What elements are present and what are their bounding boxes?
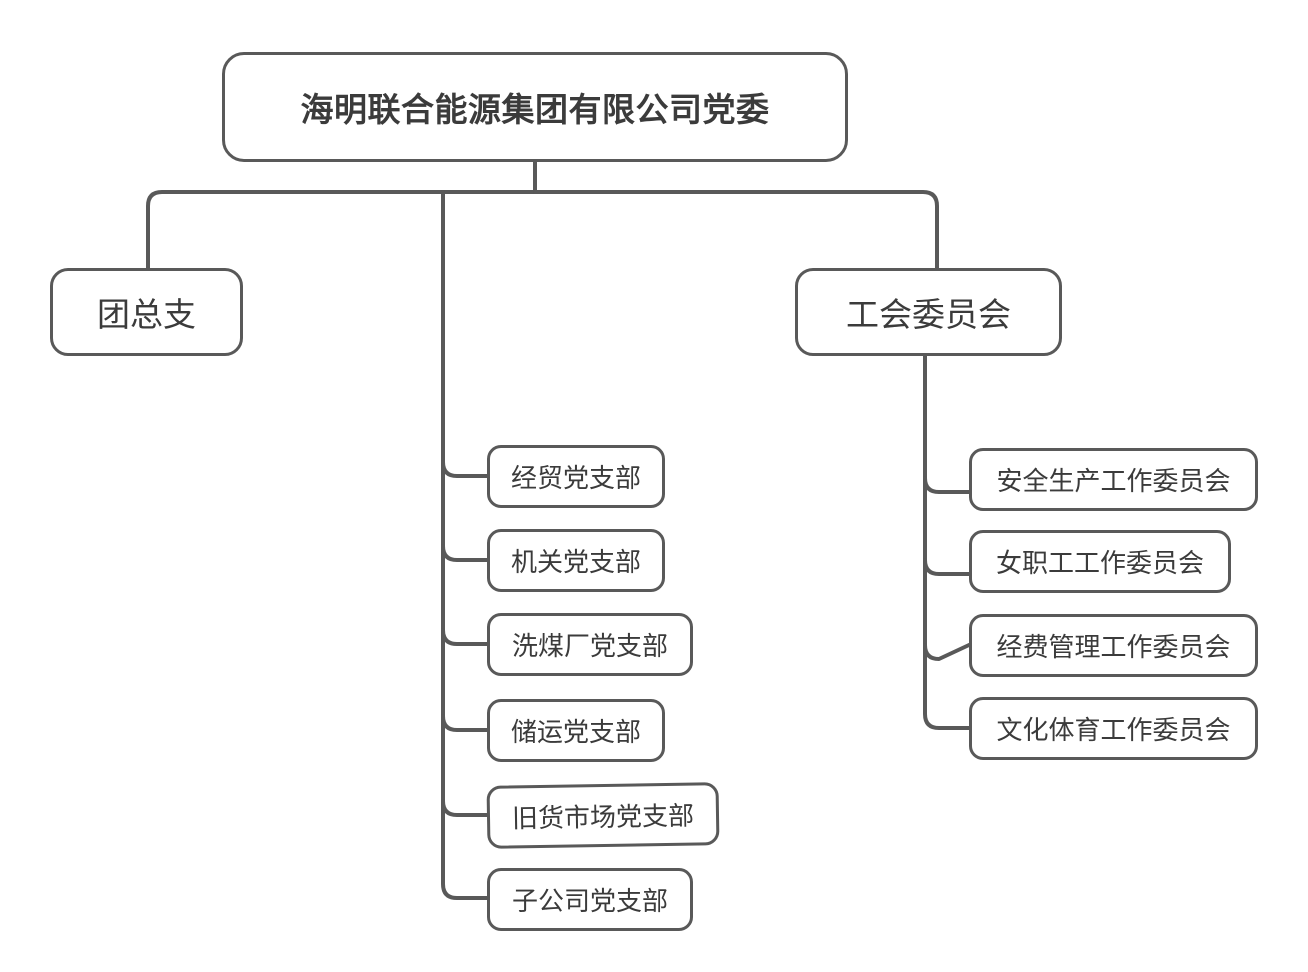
org-node-party-branch-ximeichang-label: 洗煤厂党支部	[511, 631, 668, 661]
org-node-party-branch-jiguan[interactable]: 机关党支部	[487, 529, 665, 592]
connector-right-stub-2	[923, 558, 971, 576]
connector-middle-stub-2	[441, 544, 489, 562]
connector-right-stub-1	[923, 476, 971, 494]
org-node-union-committee-finance[interactable]: 经费管理工作委员会	[969, 614, 1258, 677]
org-node-root[interactable]: 海明联合能源集团有限公司党委	[222, 52, 848, 162]
connector-middle-spine	[441, 190, 489, 900]
connector-middle-stub-4	[441, 714, 489, 732]
org-node-labor-union-label: 工会委员会	[846, 296, 1011, 333]
org-node-union-committee-culture[interactable]: 文化体育工作委员会	[969, 697, 1258, 760]
org-node-union-committee-safety[interactable]: 安全生产工作委员会	[969, 448, 1258, 511]
org-node-party-branch-ximeichang[interactable]: 洗煤厂党支部	[487, 613, 693, 676]
org-node-party-branch-zigongsi[interactable]: 子公司党支部	[487, 868, 693, 931]
org-node-union-committee-women-label: 女职工工作委员会	[995, 548, 1204, 578]
org-node-party-branch-jiuhuoshichang-label: 旧货市场党支部	[511, 800, 695, 834]
org-node-party-branch-chuyun[interactable]: 储运党支部	[487, 699, 665, 762]
connector-right-stub-3	[923, 643, 971, 661]
org-node-party-branch-jiguan-label: 机关党支部	[510, 547, 641, 577]
connector-middle-stub-3	[441, 628, 489, 646]
connector-bus-right	[533, 190, 939, 270]
org-node-labor-union[interactable]: 工会委员会	[795, 268, 1062, 356]
org-node-union-committee-safety-label: 安全生产工作委员会	[996, 466, 1231, 496]
org-node-party-branch-chuyun-label: 储运党支部	[510, 717, 641, 747]
org-node-youth-league[interactable]: 团总支	[50, 268, 243, 356]
org-node-party-branch-zigongsi-label: 子公司党支部	[511, 886, 668, 916]
org-node-union-committee-finance-label: 经费管理工作委员会	[996, 632, 1231, 662]
connector-middle-stub-5	[441, 799, 489, 817]
org-node-party-branch-jingmao[interactable]: 经贸党支部	[487, 445, 665, 508]
connector-right-spine	[923, 354, 971, 730]
connector-middle-stub-1	[441, 460, 489, 478]
connector-bus-left	[146, 190, 537, 270]
org-node-youth-league-label: 团总支	[97, 296, 196, 333]
org-node-party-branch-jiuhuoshichang[interactable]: 旧货市场党支部	[486, 782, 720, 849]
org-node-root-label: 海明联合能源集团有限公司党委	[300, 91, 770, 128]
org-node-party-branch-jingmao-label: 经贸党支部	[510, 463, 641, 493]
org-node-union-committee-women[interactable]: 女职工工作委员会	[969, 530, 1231, 593]
org-node-union-committee-culture-label: 文化体育工作委员会	[996, 715, 1231, 745]
